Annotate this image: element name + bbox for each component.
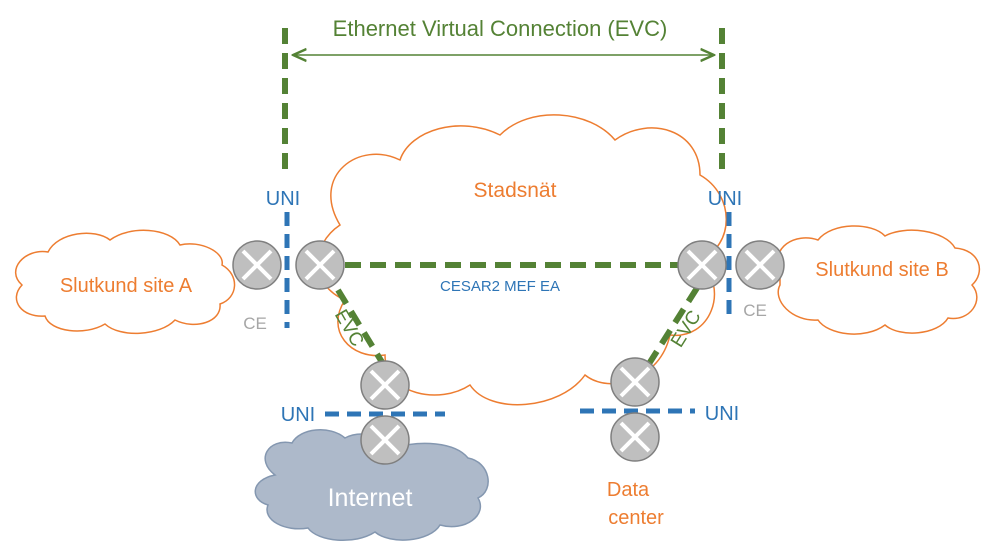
uni-b-label: UNI — [708, 188, 742, 210]
internet-label: Internet — [328, 484, 413, 512]
evc-right-link — [642, 286, 700, 372]
site-b-cloud — [777, 225, 981, 335]
mef-label: CESAR2 MEF EA — [440, 278, 560, 295]
stadsnat-label: Stadsnät — [474, 179, 557, 202]
evc-top-label: Ethernet Virtual Connection (EVC) — [333, 16, 668, 41]
ce-a-label: CE — [243, 314, 267, 333]
pe-internet-node — [360, 360, 410, 410]
ce-b-label: CE — [743, 301, 767, 320]
pe-b-node — [677, 240, 727, 290]
ce-internet-node — [360, 415, 410, 465]
uni-a-label: UNI — [266, 188, 300, 210]
site-a-cloud — [15, 229, 236, 334]
stadsnat-cloud — [317, 114, 727, 406]
ce-dc-node — [610, 412, 660, 462]
uni-internet-label: UNI — [281, 404, 315, 426]
internet-cloud — [254, 429, 489, 542]
pe-a-node — [295, 240, 345, 290]
data-center-label-line1: Data — [607, 479, 650, 501]
site-a-label: Slutkund site A — [60, 275, 193, 297]
ce-b-node — [735, 240, 785, 290]
data-center-label-line2: center — [608, 507, 664, 529]
pe-dc-node — [610, 357, 660, 407]
ce-a-node — [232, 240, 282, 290]
uni-dc-label: UNI — [705, 403, 739, 425]
site-b-label: Slutkund site B — [815, 259, 948, 281]
evc-left-link — [335, 288, 391, 374]
